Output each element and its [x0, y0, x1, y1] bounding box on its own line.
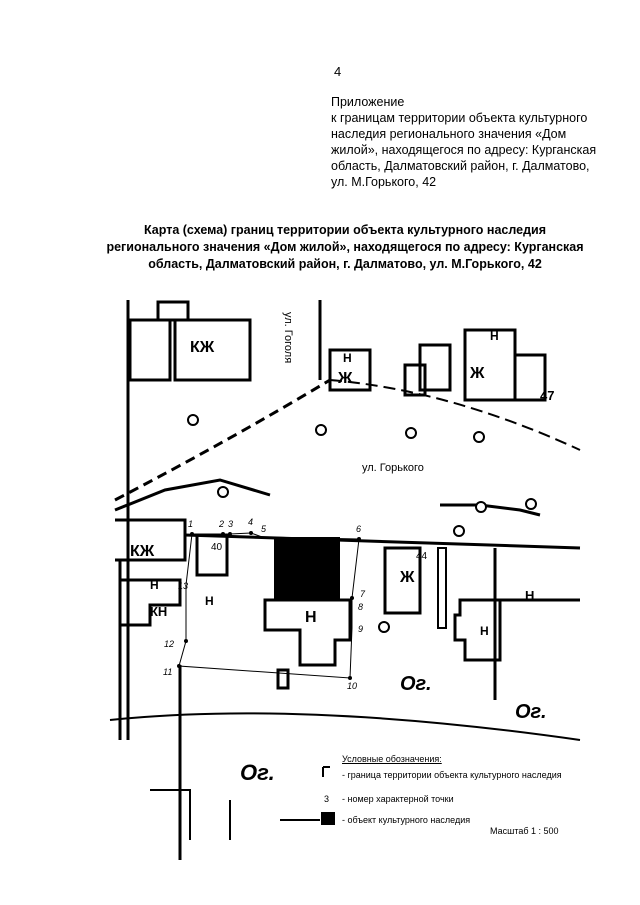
- appendix-line: ул. М.Горького, 42: [331, 175, 437, 189]
- appendix-line: жилой», находящегося по адресу: Курганск…: [331, 143, 597, 157]
- point-label: 4: [248, 517, 253, 527]
- appendix-line: к границам территории объекта культурног…: [331, 111, 588, 125]
- point-label: 9: [358, 624, 363, 634]
- legend-boundary: - граница территории объекта культурного…: [342, 770, 562, 780]
- legend-point-sample: 3: [324, 794, 330, 804]
- point-label: 1: [188, 519, 193, 529]
- street-label: ул. Гоголя: [282, 312, 294, 363]
- street-label: ул. Горького: [362, 462, 424, 474]
- title-line: Карта (схема) границ территории объекта …: [144, 223, 546, 237]
- legend-object: - объект культурного наследия: [342, 815, 471, 825]
- point-label: 10: [347, 681, 357, 691]
- house-number: 44: [416, 551, 428, 562]
- point-label: 12: [164, 639, 174, 649]
- page-number: 4: [334, 64, 342, 79]
- legend-title: Условные обозначения:: [342, 754, 442, 764]
- appendix-line: Приложение: [331, 95, 405, 109]
- map-label: Н: [150, 578, 159, 592]
- map-label: Н: [480, 624, 489, 638]
- map-label: Н: [525, 588, 534, 603]
- appendix-header: Приложение к границам территории объекта…: [331, 94, 596, 190]
- map-label: Ог.: [240, 760, 275, 785]
- heritage-object: [274, 537, 340, 600]
- map-label: КН: [150, 604, 167, 619]
- boundary-legend-icon: [322, 766, 330, 777]
- title-line: область, Далматовский район, г. Далматов…: [148, 257, 542, 271]
- map-label: Ж: [337, 370, 353, 387]
- point-label: 7: [360, 589, 366, 599]
- map-label: Ог.: [515, 701, 547, 723]
- map-label: Ж: [469, 365, 485, 382]
- legend-point: - номер характерной точки: [342, 794, 454, 804]
- object-legend-icon: [321, 812, 335, 825]
- map-label: КЖ: [190, 339, 215, 356]
- point-label: 6: [356, 524, 361, 534]
- point-label: 11: [163, 667, 172, 677]
- point-label: 13: [178, 581, 188, 591]
- map-label: Н: [205, 594, 214, 608]
- title-line: регионального значения «Дом жилой», нахо…: [106, 240, 584, 254]
- map-label: Ог.: [400, 673, 432, 695]
- map-label: Н: [305, 609, 317, 626]
- map-label: Н: [343, 351, 352, 365]
- point-label: 3: [228, 519, 233, 529]
- house-number: 40: [211, 542, 223, 553]
- map-label: Ж: [399, 569, 415, 586]
- point-label: 2: [218, 519, 224, 529]
- map-label: Н: [490, 329, 499, 343]
- map-scale: Масштаб 1 : 500: [490, 826, 559, 836]
- appendix-line: наследия регионального значения «Дом: [331, 127, 567, 141]
- appendix-line: область, Далматовский район, г. Далматов…: [331, 159, 590, 173]
- heritage-boundary: [178, 532, 360, 679]
- point-label: 8: [358, 602, 363, 612]
- map-title: Карта (схема) границ территории объекта …: [80, 222, 610, 273]
- map-label: КЖ: [130, 543, 155, 560]
- point-label: 5: [261, 524, 267, 534]
- map-label: 47: [540, 388, 554, 403]
